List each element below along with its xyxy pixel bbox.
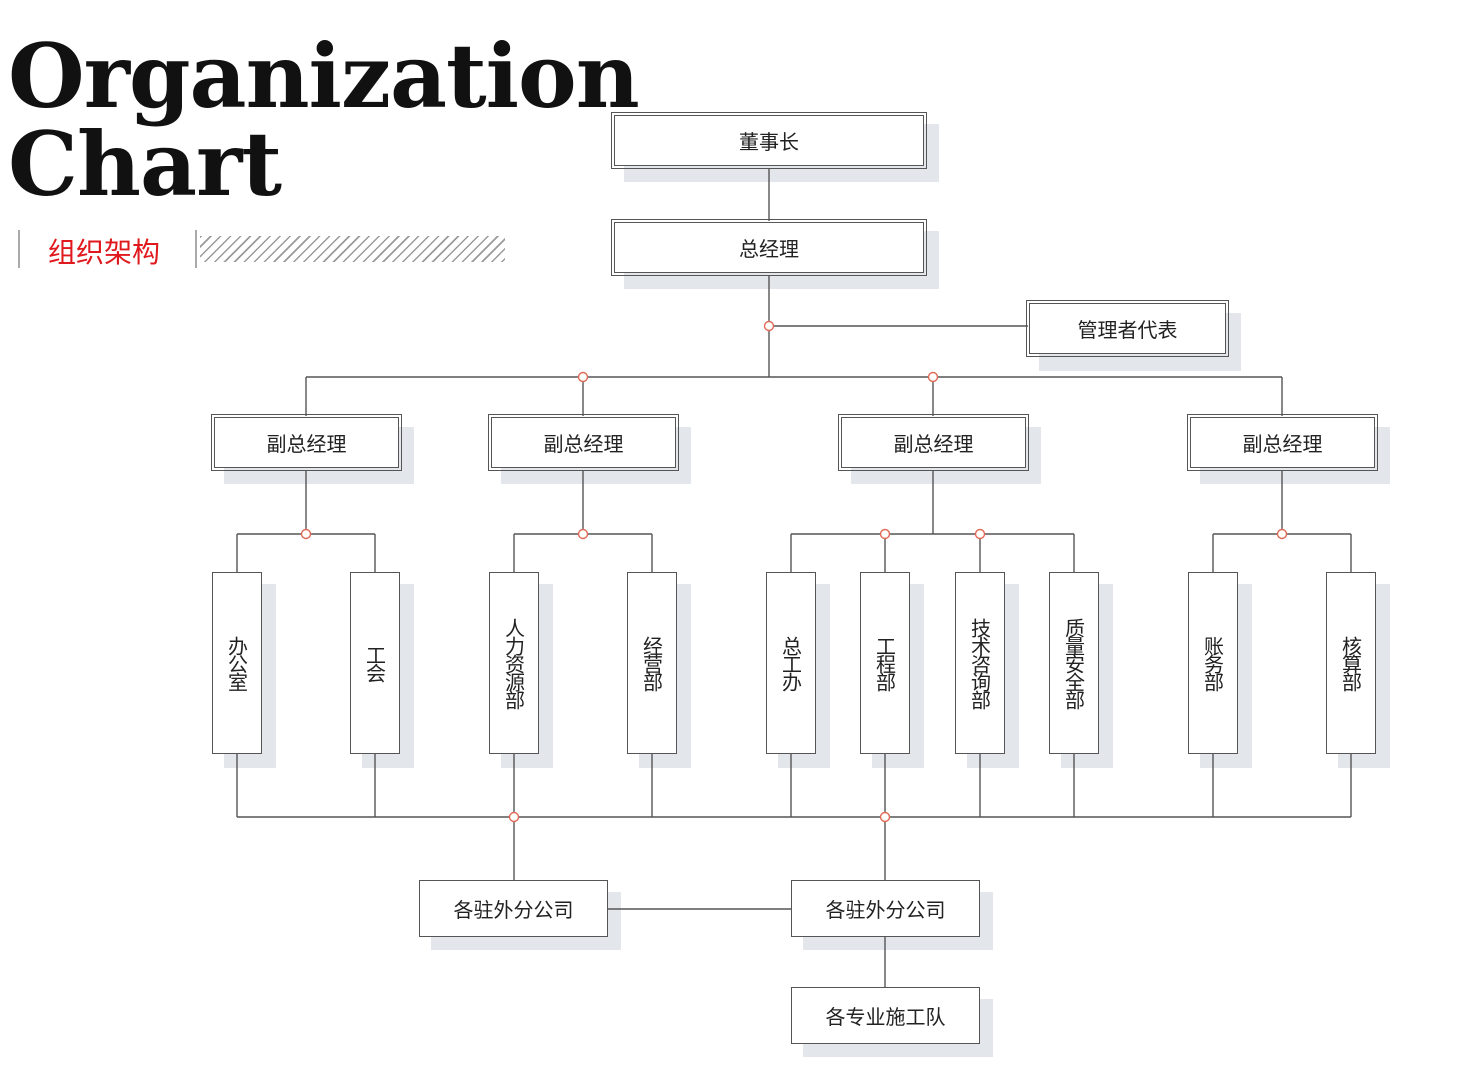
junction-dot	[927, 371, 939, 383]
chart-title: Organization Chart	[8, 24, 640, 216]
node-branch-2: 各驻外分公司	[791, 880, 980, 937]
junction-dot	[508, 811, 520, 823]
junction-dot	[577, 528, 589, 540]
node-construction-teams: 各专业施工队	[791, 987, 980, 1044]
node-tech-consulting: 技术咨询部	[955, 572, 1005, 754]
hatch-divider	[195, 230, 197, 268]
node-business: 经营部	[627, 572, 677, 754]
subtitle: 组织架构	[48, 236, 161, 269]
node-vp-1: 副总经理	[211, 414, 402, 471]
node-quality-safety: 质量安全部	[1049, 572, 1099, 754]
junction-dot	[1276, 528, 1288, 540]
junction-dot	[577, 371, 589, 383]
node-branch-1: 各驻外分公司	[419, 880, 608, 937]
node-general-manager: 总经理	[611, 219, 927, 276]
hatch-decoration	[200, 236, 505, 262]
junction-dot	[763, 320, 775, 332]
junction-dot	[879, 811, 891, 823]
node-management-representative: 管理者代表	[1026, 300, 1229, 357]
node-vp-2: 副总经理	[488, 414, 679, 471]
node-vp-3: 副总经理	[838, 414, 1029, 471]
node-chairman: 董事长	[611, 112, 927, 169]
subtitle-divider	[18, 230, 20, 268]
node-union: 工会	[350, 572, 400, 754]
title-line-1: Organization	[8, 24, 640, 128]
title-line-2: Chart	[8, 112, 282, 216]
node-office: 办公室	[212, 572, 262, 754]
node-chief-engineer-office: 总工办	[766, 572, 816, 754]
node-audit: 核算部	[1326, 572, 1376, 754]
junction-dot	[974, 528, 986, 540]
junction-dot	[879, 528, 891, 540]
node-engineering: 工程部	[860, 572, 910, 754]
node-hr: 人力资源部	[489, 572, 539, 754]
junction-dot	[300, 528, 312, 540]
node-vp-4: 副总经理	[1187, 414, 1378, 471]
node-accounts: 账务部	[1188, 572, 1238, 754]
